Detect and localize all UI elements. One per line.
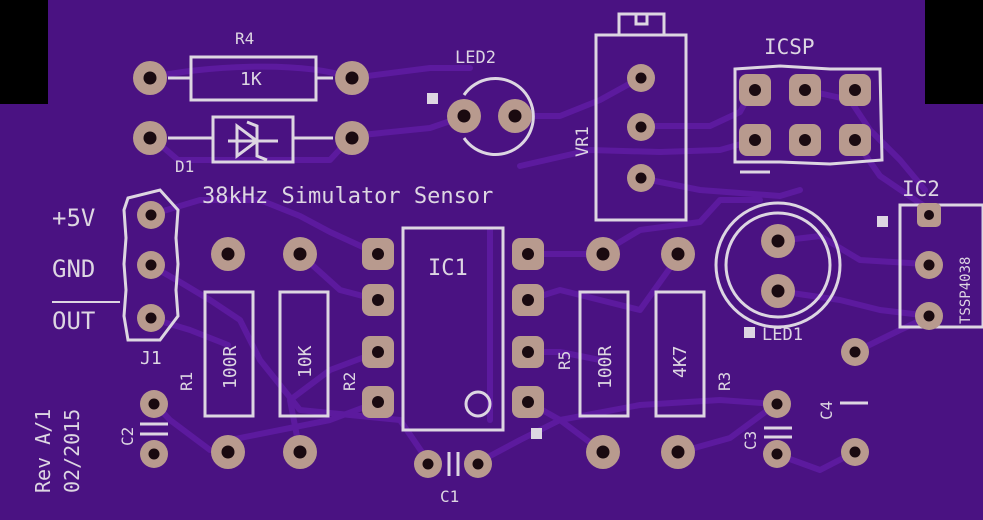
label-r1-value: 100R [220, 345, 241, 389]
label-icsp: ICSP [764, 35, 815, 59]
label-r2-value: 10K [295, 345, 316, 378]
label-r4-value: 1K [240, 69, 262, 90]
label-r2: R2 [340, 372, 359, 391]
label-r1: R1 [177, 372, 196, 391]
label-j1: J1 [140, 348, 162, 369]
label-revision: Rev A/1 [31, 409, 55, 493]
polarity-marks [427, 93, 888, 439]
label-ic1: IC1 [428, 256, 468, 281]
label-date: 02/2015 [60, 409, 84, 493]
label-r5: R5 [555, 351, 574, 370]
label-c3: C3 [741, 431, 760, 450]
board-title: 38kHz Simulator Sensor [202, 184, 493, 209]
label-led1: LED1 [762, 325, 803, 345]
label-out: OUT [52, 307, 95, 335]
label-r5-value: 100R [595, 345, 616, 389]
label-plus5v: +5V [52, 204, 95, 232]
label-r4: R4 [235, 29, 254, 48]
label-c1: C1 [440, 487, 459, 506]
label-ic2-part: TSSP4038 [958, 257, 974, 324]
label-c2: C2 [118, 427, 137, 446]
label-gnd: GND [52, 255, 95, 283]
label-r3: R3 [715, 372, 734, 391]
label-led2: LED2 [455, 48, 496, 68]
label-r3-value: 4K7 [670, 345, 691, 378]
label-d1: D1 [175, 157, 194, 176]
label-vr1: VR1 [573, 126, 593, 157]
label-c4: C4 [817, 401, 836, 420]
label-ic2: IC2 [902, 177, 940, 201]
pads [133, 61, 943, 478]
silkscreen [52, 12, 983, 476]
